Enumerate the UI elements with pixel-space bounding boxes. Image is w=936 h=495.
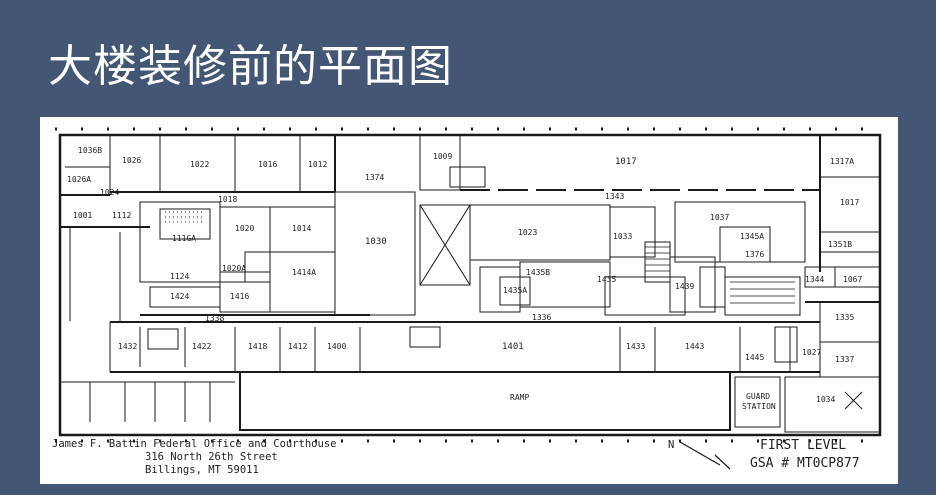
room-label: 1317A (830, 157, 854, 166)
room-label: 1020A (222, 264, 246, 273)
room-label: GUARD (746, 392, 770, 401)
room-label: 1012 (308, 160, 327, 169)
room-label: STATION (742, 402, 776, 411)
room-label: 1336 (532, 313, 551, 322)
room-labels: 1036B 1026 1022 1016 1012 1026A 1024 137… (67, 146, 862, 411)
north-label: N (668, 439, 674, 451)
floor-plan-drawing: 1036B 1026 1022 1016 1012 1026A 1024 137… (52, 127, 885, 476)
room-label: 1018 (218, 195, 237, 204)
room-label: 1024 (100, 188, 119, 197)
room-label: 1033 (613, 232, 632, 241)
room-label: 1014 (292, 224, 311, 233)
floor-plan: 1036B 1026 1022 1016 1012 1026A 1024 137… (40, 117, 898, 484)
room-label: 1422 (192, 342, 211, 351)
room-label: 1400 (327, 342, 346, 351)
room-label: 1376 (745, 250, 764, 259)
room-label: 1016 (258, 160, 277, 169)
slide-title: 大楼装修前的平面图 (48, 41, 453, 92)
room-label: 1374 (365, 173, 384, 182)
room-label: 1345A (740, 232, 764, 241)
room-label: 1335 (835, 313, 854, 322)
room-label: 111GA (172, 234, 196, 243)
room-label: 1027 (802, 348, 821, 357)
room-label: 1026 (122, 156, 141, 165)
room-label: 1034 (816, 395, 835, 404)
room-label: 1030 (365, 237, 387, 247)
room-label: 1001 (73, 211, 92, 220)
room-label: 1017 (615, 157, 637, 167)
room-label: 1435 (597, 275, 616, 284)
room-label: 1037 (710, 213, 729, 222)
caption-line-3: Billings, MT 59011 (145, 464, 259, 476)
room-label: 1416 (230, 292, 249, 301)
room-label: 1344 (805, 275, 824, 284)
room-label: 1445 (745, 353, 764, 362)
room-label: 1036B (78, 146, 102, 155)
room-label: 1351B (828, 240, 852, 249)
room-label: 1112 (112, 211, 131, 220)
room-label: 1439 (675, 282, 694, 291)
room-label: 1435A (503, 286, 527, 295)
room-label: 1435B (526, 268, 550, 277)
room-label: 1418 (248, 342, 267, 351)
room-label: 1414A (292, 268, 316, 277)
room-label: 1343 (605, 192, 624, 201)
room-label: 1067 (843, 275, 862, 284)
room-label: 1432 (118, 342, 137, 351)
room-label: 1424 (170, 292, 189, 301)
room-label: 1026A (67, 175, 91, 184)
room-label: 1401 (502, 342, 524, 352)
caption-line-1: James F. Battin Federal Office and Court… (52, 438, 336, 450)
title-block: James F. Battin Federal Office and Court… (52, 438, 860, 476)
room-label: 1124 (170, 272, 189, 281)
room-label: RAMP (510, 393, 529, 402)
gsa-number: GSA # MT0CP877 (750, 456, 860, 471)
room-label: 1022 (190, 160, 209, 169)
room-label: 1023 (518, 228, 537, 237)
room-label: 1337 (835, 355, 854, 364)
level-title: FIRST LEVEL (760, 438, 846, 453)
caption-line-2: 316 North 26th Street (145, 451, 278, 463)
room-label: 1338 (205, 314, 224, 323)
room-label: 1412 (288, 342, 307, 351)
room-label: 1009 (433, 152, 452, 161)
room-label: 1020 (235, 224, 254, 233)
room-label: 1433 (626, 342, 645, 351)
room-label: 1443 (685, 342, 704, 351)
room-label: 1017 (840, 198, 859, 207)
